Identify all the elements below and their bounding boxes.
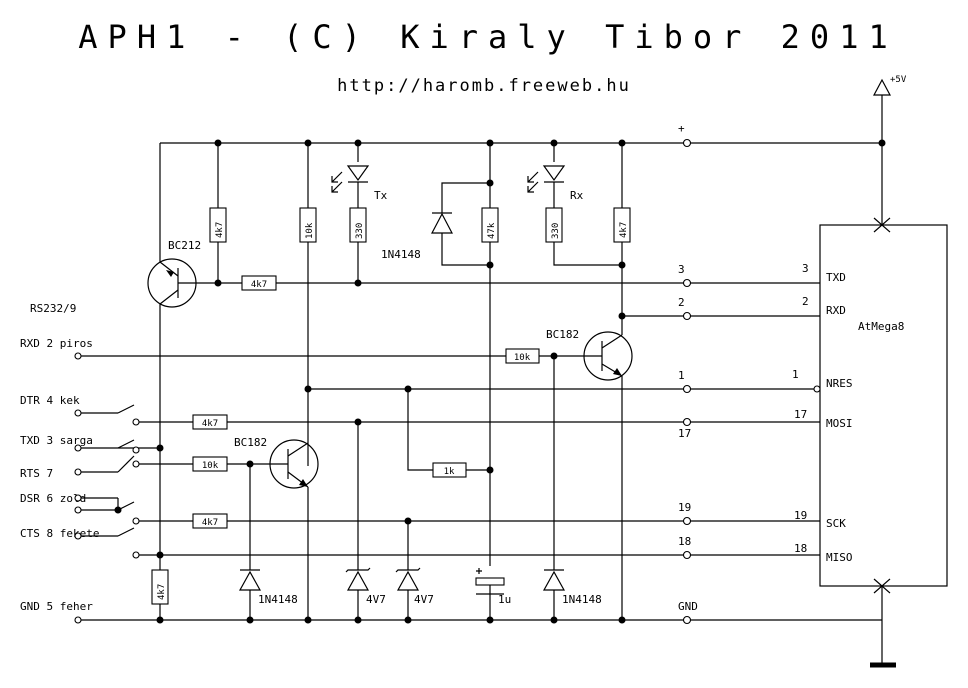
- svg-text:MISO: MISO: [826, 551, 853, 564]
- resistor-330-b: 330: [545, 207, 563, 243]
- transistor-bc182-top: BC182: [546, 328, 633, 381]
- junction-dots: [114, 139, 886, 624]
- svg-text:18: 18: [794, 542, 807, 555]
- diode-1n4148-top: 1N4148: [381, 212, 453, 261]
- diode-1n4148-left: 1N4148: [238, 569, 298, 606]
- svg-text:DSR 6 zold: DSR 6 zold: [20, 492, 86, 505]
- resistor-4k7-b: 4k7: [241, 275, 277, 291]
- resistor-330-a: 330: [349, 207, 367, 243]
- svg-text:10k: 10k: [514, 353, 531, 363]
- resistor-4k7-e: 4k7: [192, 513, 228, 529]
- svg-text:BC182: BC182: [546, 328, 579, 341]
- svg-text:10k: 10k: [202, 461, 219, 471]
- svg-text:1N4148: 1N4148: [562, 593, 602, 606]
- svg-text:Rx: Rx: [570, 189, 584, 202]
- wires: [75, 95, 883, 667]
- svg-text:4V7: 4V7: [414, 593, 434, 606]
- svg-text:Tx: Tx: [374, 189, 388, 202]
- svg-text:2: 2: [802, 295, 809, 308]
- header-pins: + 3 2 1 17 19 18 GND: [678, 122, 698, 625]
- led-rx: Rx: [527, 165, 584, 202]
- svg-text:330: 330: [551, 223, 561, 239]
- resistor-4k7-a: 4k7: [209, 207, 227, 243]
- svg-text:2: 2: [678, 296, 685, 309]
- svg-text:19: 19: [678, 501, 691, 514]
- svg-text:47k: 47k: [487, 222, 497, 239]
- chip-pin-labels: TXD 3 RXD 2 NRES 1 MOSI 17 SCK 19 MISO 1…: [792, 262, 853, 564]
- atmega8-chip: AtMega8: [813, 217, 948, 594]
- svg-text:330: 330: [355, 223, 365, 239]
- zener-4v7-b: 4V7: [395, 567, 434, 606]
- svg-text:RXD 2 piros: RXD 2 piros: [20, 337, 93, 350]
- capacitor-1u: 1u: [475, 568, 511, 606]
- resistor-4k7-f: 4k7: [151, 569, 169, 605]
- svg-text:4V7: 4V7: [366, 593, 386, 606]
- rs232-connector: RS232/9 RXD 2 piros DTR 4 kek TXD 3 sarg…: [20, 302, 99, 624]
- gnd-label: GND: [678, 600, 698, 613]
- resistor-1k: 1k: [432, 462, 467, 478]
- svg-text:10k: 10k: [305, 222, 315, 239]
- svg-text:1: 1: [792, 368, 799, 381]
- resistor-10k-c: 10k: [192, 456, 228, 472]
- svg-text:TXD 3 sarga: TXD 3 sarga: [20, 434, 93, 447]
- svg-text:4k7: 4k7: [619, 222, 629, 238]
- transistor-bc182-bottom: BC182: [234, 436, 319, 489]
- svg-text:1N4148: 1N4148: [381, 248, 421, 261]
- svg-text:4k7: 4k7: [157, 584, 167, 600]
- svg-text:4k7: 4k7: [202, 419, 218, 429]
- svg-text:1k: 1k: [444, 467, 455, 477]
- svg-text:17: 17: [794, 408, 807, 421]
- led-tx: Tx: [331, 165, 388, 202]
- svg-text:4k7: 4k7: [215, 222, 225, 238]
- svg-text:3: 3: [802, 262, 809, 275]
- resistor-10k-b: 10k: [505, 348, 540, 364]
- plus-label: +: [678, 122, 685, 135]
- svg-text:18: 18: [678, 535, 691, 548]
- svg-text:SCK: SCK: [826, 517, 846, 530]
- connector-title: RS232/9: [30, 302, 76, 315]
- resistor-4k7-c: 4k7: [613, 207, 631, 243]
- diode-1n4148-right: 1N4148: [542, 569, 602, 606]
- svg-text:DTR 4 kek: DTR 4 kek: [20, 394, 80, 407]
- svg-text:1N4148: 1N4148: [258, 593, 298, 606]
- svg-text:19: 19: [794, 509, 807, 522]
- resistor-10k-a: 10k: [299, 207, 317, 243]
- transistor-bc212: BC212: [147, 239, 201, 308]
- resistor-4k7-d: 4k7: [192, 414, 228, 430]
- svg-text:RTS 7: RTS 7: [20, 467, 53, 480]
- svg-text:GND 5 feher: GND 5 feher: [20, 600, 93, 613]
- svg-text:MOSI: MOSI: [826, 417, 853, 430]
- svg-text:3: 3: [678, 263, 685, 276]
- svg-text:RXD: RXD: [826, 304, 846, 317]
- author-url: http://haromb.freeweb.hu: [337, 76, 631, 96]
- svg-text:BC212: BC212: [168, 239, 201, 252]
- svg-text:17: 17: [678, 427, 691, 440]
- svg-text:4k7: 4k7: [251, 280, 267, 290]
- svg-text:4k7: 4k7: [202, 518, 218, 528]
- svg-text:CTS 8 fekete: CTS 8 fekete: [20, 527, 99, 540]
- svg-text:1u: 1u: [498, 593, 511, 606]
- svg-text:BC182: BC182: [234, 436, 267, 449]
- chip-name: AtMega8: [858, 320, 904, 333]
- svg-text:+5V: +5V: [890, 75, 907, 85]
- svg-text:NRES: NRES: [826, 377, 853, 390]
- schematic-title: APH1 - (C) Kiraly Tibor 2011: [78, 18, 897, 56]
- switch-contacts: [117, 404, 140, 559]
- resistor-47k: 47k: [481, 207, 499, 243]
- vcc-symbol: +5V: [873, 75, 907, 96]
- svg-text:1: 1: [678, 369, 685, 382]
- svg-text:TXD: TXD: [826, 271, 846, 284]
- zener-4v7-a: 4V7: [345, 567, 386, 606]
